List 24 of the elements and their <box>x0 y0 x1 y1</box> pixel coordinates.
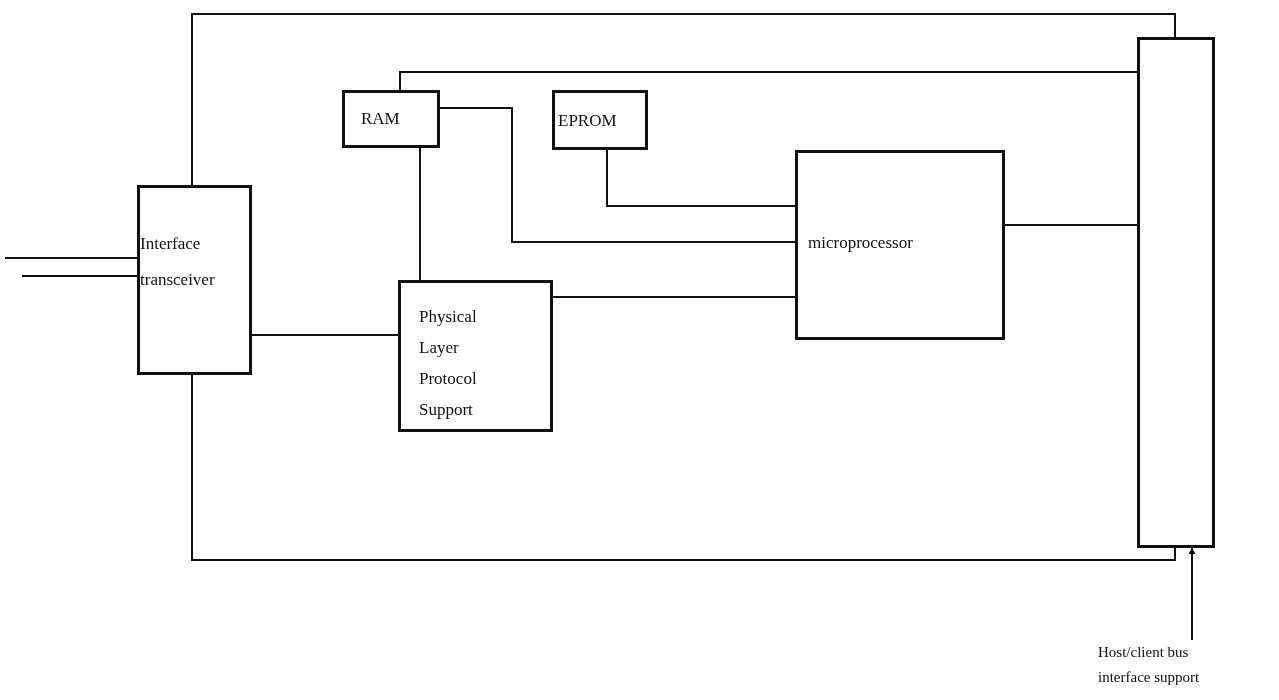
component-box <box>342 90 440 148</box>
connection-line <box>1004 224 1138 226</box>
component-label: Physical Layer Protocol Support <box>419 306 478 421</box>
component-box <box>552 90 648 150</box>
connection-line <box>399 71 1138 91</box>
connection-line <box>21 275 138 277</box>
bus-interface-bar <box>1137 37 1215 548</box>
connection-line <box>251 334 399 336</box>
component-box <box>137 185 252 375</box>
connection-line <box>439 107 796 243</box>
connection-line <box>191 13 1176 186</box>
annotation-text: Host/client bus interface support <box>1098 643 1201 687</box>
connection-line <box>552 296 796 298</box>
component-label: Interface transceiver <box>140 233 216 291</box>
component-label: RAM <box>361 109 401 129</box>
component-box <box>795 150 1005 340</box>
connection-line <box>191 374 1176 561</box>
component-label: EPROM <box>558 111 618 131</box>
connection-line <box>4 257 138 259</box>
component-box <box>398 280 553 432</box>
component-label: microprocessor <box>808 233 914 253</box>
connection-line <box>419 147 421 281</box>
connection-line <box>606 149 796 207</box>
arrow <box>1188 547 1196 641</box>
